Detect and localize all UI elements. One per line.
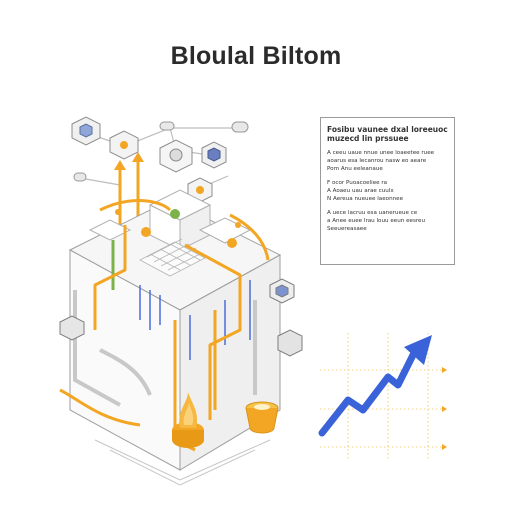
trend-arrow-graphic [318,333,447,460]
info-text-line: A uece lacruu esa uanerueue ce [327,210,418,216]
info-text-box: Fosibu vaunee dxal loreeuoc muzecd lin p… [320,117,455,265]
info-heading-line: muzecd lin prssuee [327,134,409,143]
info-text-line: A Aoaeu uau arae cuulx [327,188,394,194]
info-text-line: N Aereua nueuee laeonnee [327,196,404,202]
page-title: Bloulal Biltom [170,42,342,70]
trend-arrow-icon [318,335,432,437]
flame-icon [172,392,204,448]
isometric-machine-illustration [59,116,303,486]
info-text-line: aoarus esa lecanrou nasw eo aeare [327,158,427,164]
info-text-line: Pom Anu eeleanaue [327,166,383,172]
cube-node-icon [71,116,101,146]
info-text-line: A ceeu uaue nnue unee loaeetee ruee [327,150,435,156]
info-text-line: F ocor Puoacoeliee ra [327,180,388,186]
info-text-line: Seeuereasaee [327,226,367,232]
info-heading: Fosibu vaunee dxal loreeuoc muzecd lin p… [327,125,448,143]
info-text-line: a Anee euee lrau louu eeun eesreu [327,218,426,224]
info-heading-line: Fosibu vaunee dxal loreeuoc [327,125,448,134]
gear-node-icon [109,130,139,160]
